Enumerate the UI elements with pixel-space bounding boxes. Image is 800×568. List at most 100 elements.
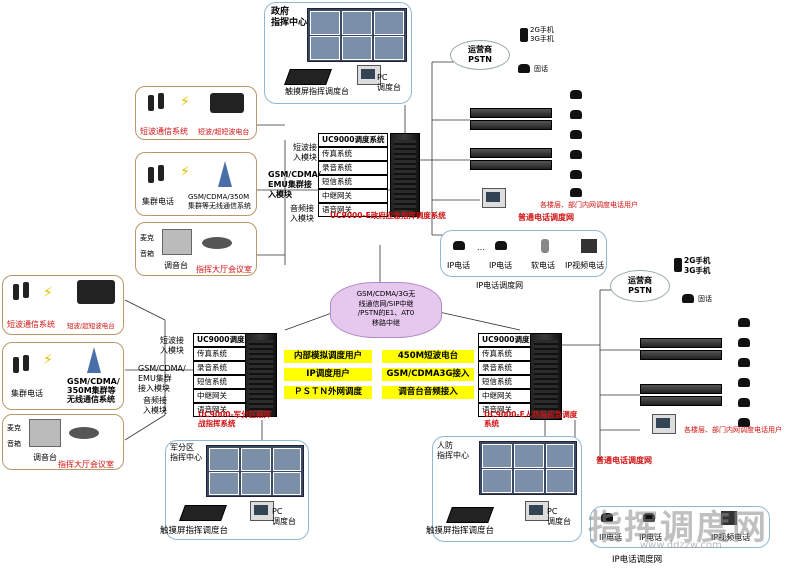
ip-net-top: IP电话调度网	[476, 281, 524, 290]
ip-video-phone-icon	[581, 239, 597, 253]
left-switch-name: UC9000-军分区指挥 战指挥系统	[198, 410, 272, 428]
pc-icon	[357, 65, 381, 85]
ip-phone-panel-top: … IP电话 IP电话 软电话 IP视频电话	[440, 230, 607, 277]
ip-item-3: 软电话	[531, 261, 555, 270]
main-server-rack-icon	[390, 133, 420, 217]
ip-phone-icon	[495, 241, 507, 250]
desk-phone-icon	[570, 130, 582, 139]
feature-450m-radio: 450M短波电台	[382, 350, 474, 363]
gov-center-label: 政府 指挥中心	[271, 7, 308, 28]
mobile-label-top: 2G手机 3G手机	[530, 26, 554, 43]
cluster-system-box: ⚡ 集群电话 GSM/CDMA/350M 集群等无线通信系统	[135, 152, 257, 216]
military-center-label: 军分区 指挥中心	[170, 443, 202, 462]
left-cluster-net-label: GSM/CDMA/ 350M集群等 无线通信系统	[67, 377, 120, 404]
radio-tower-icon	[87, 347, 101, 373]
handheld-radio-icon	[13, 284, 19, 300]
gov-command-center-panel: 政府 指挥中心 PC 调度台 触摸屏指挥调度台	[264, 2, 412, 104]
ipb-item-2: IP电话	[639, 533, 663, 542]
module-trunk: 中继网关	[318, 189, 388, 203]
desk-phone-icon	[570, 90, 582, 99]
left-conference-box: 麦克 音箱 调音台	[2, 414, 124, 470]
bl-touch-console-label: 触摸屏指挥调度台	[160, 526, 229, 536]
feature-ip-users: IP调度用户	[284, 368, 372, 381]
ipb-item-3: IP视频电话	[711, 533, 751, 542]
ip-item-1: IP电话	[447, 261, 471, 270]
ip-phone-panel-bottom: IP电话 IP电话 IP视频电话	[590, 506, 770, 548]
main-input-shortwave: 短波接 入模块	[293, 143, 317, 162]
desk-phone-icon	[738, 358, 750, 367]
video-wall	[307, 8, 407, 62]
cluster-phone-icon	[23, 355, 29, 371]
desk-phone-icon	[570, 110, 582, 119]
pc-icon	[652, 414, 676, 434]
fixed-phone-icon	[518, 64, 530, 73]
feature-gsm-cdma: GSM/CDMA3G接入	[382, 368, 474, 381]
signal-bolt-icon: ⚡	[180, 164, 190, 180]
civil-center-label: 人防 指挥中心	[437, 441, 469, 460]
phone-switch-icon	[640, 338, 722, 348]
wireless-network-cloud	[330, 282, 442, 338]
touch-console-icon	[179, 505, 227, 521]
cluster-phone-label: 集群电话	[142, 197, 174, 206]
mixer-label: 调音台	[164, 261, 188, 270]
cloud-center-label: GSM/CDMA/3G无 线通信网/SIP中继 /PSTN的E1、AT0 移路中…	[356, 290, 416, 327]
fixed-label-top: 固话	[534, 65, 548, 73]
desk-phone-icon	[570, 150, 582, 159]
left-cluster-phone-label: 集群电话	[11, 389, 43, 398]
conference-room-box: 麦克 音箱 调音台 指挥大厅会议室	[135, 222, 257, 276]
signal-bolt-icon: ⚡	[43, 285, 53, 301]
military-command-panel: 军分区 指挥中心 PC 调度台	[165, 440, 309, 540]
touch-console-icon	[446, 507, 494, 523]
shortwave-system-label: 短波通信系统	[140, 127, 188, 136]
touch-console-icon	[284, 69, 332, 85]
fixed-phone-icon	[682, 294, 694, 303]
phone-switch-icon	[470, 120, 552, 130]
left-input-shortwave: 短波接 入模块	[160, 336, 184, 355]
ip-phone-icon	[643, 513, 655, 522]
mobile-phone-icon	[674, 258, 682, 272]
feature-pstn: ＰＳＴＮ外网调度	[284, 386, 372, 399]
dept-label-right: 各楼层、部门内网调度电话用户	[684, 426, 782, 434]
pc-console-label: PC 调度台	[377, 73, 401, 92]
speaker-label: 音箱	[140, 250, 154, 258]
left-shortwave-box: ⚡ 短波通信系统 短波/超短波电台	[2, 275, 124, 335]
handheld-radio-icon	[158, 93, 164, 109]
right-server-rack-icon	[530, 333, 562, 420]
left-shortwave-label: 短波通信系统	[7, 320, 55, 329]
module-sms: 短信系统	[318, 175, 388, 189]
feature-mixer-audio: 调音台音频接入	[382, 386, 474, 399]
desk-phone-icon	[738, 338, 750, 347]
module-record: 录音系统	[318, 161, 388, 175]
touch-console-label: 触摸屏指挥调度台	[285, 87, 349, 96]
br-touch-console-label: 触摸屏指挥调度台	[426, 526, 495, 536]
mobile-phone-icon	[520, 28, 528, 42]
main-input-audio: 音频接 入模块	[290, 204, 314, 223]
phone-switch-icon	[470, 148, 552, 158]
module-dispatch: UC9000调度系统	[318, 133, 388, 147]
mixer-icon	[29, 419, 61, 447]
pc-icon	[250, 501, 274, 521]
shortwave-system-box: ⚡ 短波通信系统 短波/超短波电台	[135, 86, 257, 140]
cluster-phone-icon	[148, 167, 154, 183]
pc-icon	[482, 188, 506, 208]
ip-item-4: IP视频电话	[565, 261, 605, 270]
dots: …	[477, 243, 485, 252]
phone-switch-icon	[640, 396, 722, 406]
desk-phone-icon	[570, 188, 582, 197]
signal-bolt-icon: ⚡	[180, 94, 190, 110]
left-mixer-label: 调音台	[33, 453, 57, 462]
ip-phone-icon	[601, 513, 613, 522]
pstn-cloud-top: 运营商 PSTN	[450, 40, 510, 70]
cluster-net-label: GSM/CDMA/350M 集群等无线通信系统	[188, 193, 251, 210]
right-switch-name: UC9000-E人防局应急调度 系统	[484, 410, 578, 428]
mic-label: 麦克	[140, 234, 154, 242]
ip-phone-icon	[453, 241, 465, 250]
softphone-icon	[541, 239, 549, 253]
pstn-cloud-right: 运营商 PSTN	[610, 270, 670, 302]
dept-label-top: 各楼层、部门内网调度电话用户	[540, 201, 638, 209]
dept-net-right: 普通电话调度网	[596, 456, 652, 465]
conference-phone-icon	[202, 237, 232, 249]
mic-label: 麦克	[7, 424, 21, 432]
pc-icon	[525, 501, 549, 521]
ipb-item-1: IP电话	[599, 533, 623, 542]
